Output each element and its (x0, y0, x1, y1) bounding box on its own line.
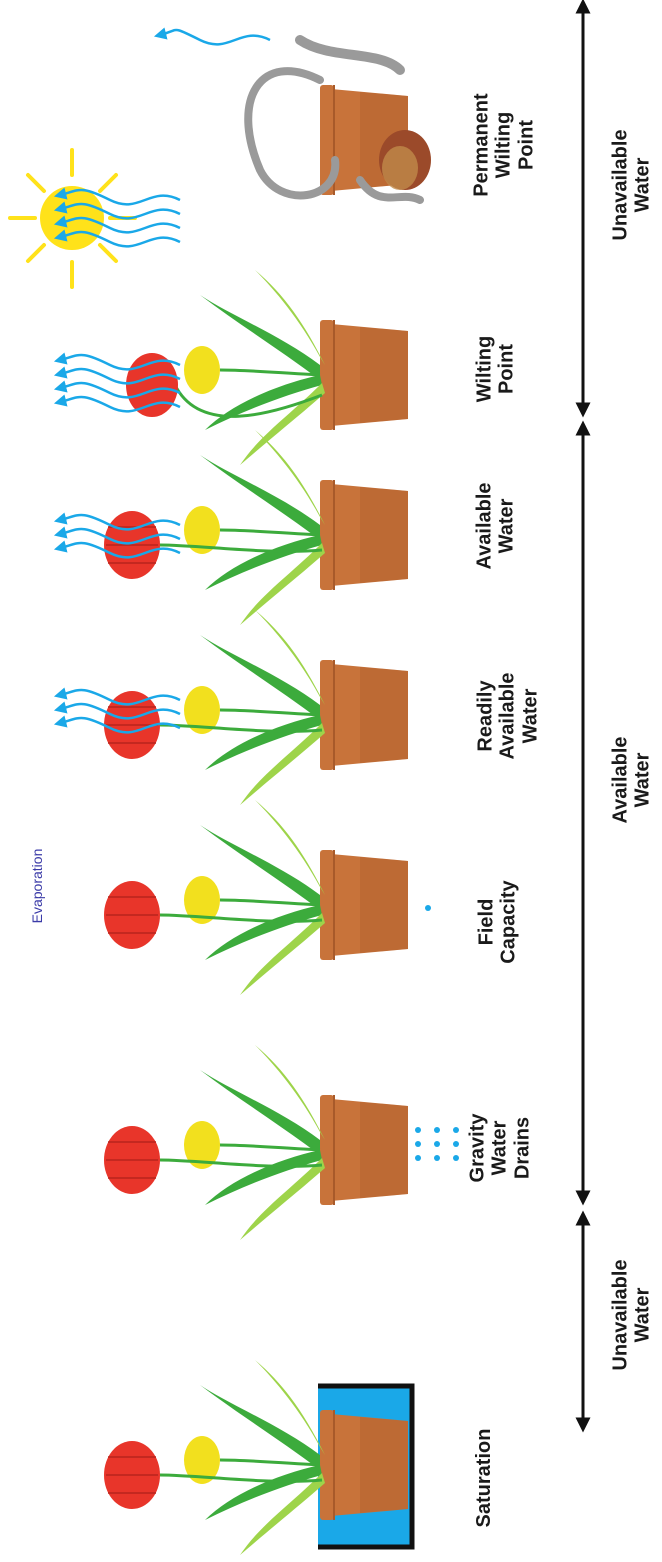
plant-available-water (104, 430, 408, 625)
range-label-unavailable-water-top: Unavailable Water (610, 129, 655, 240)
stage-label-permanent-wilting-point: Permanent Wilting Point (470, 93, 537, 196)
stage-label-saturation: Saturation (473, 1429, 495, 1528)
stage-label-readily-available-water: Readily Available Water (474, 672, 541, 759)
plant-wilting-point (126, 270, 408, 465)
stage-label-gravity-water-drains: Gravity Water Drains (466, 1114, 533, 1183)
gravity-water-drips (415, 1127, 459, 1161)
plant-readily-available-water (104, 610, 408, 805)
field-capacity-drip (425, 905, 431, 911)
evaporation-label: Evaporation (30, 849, 46, 924)
plants (104, 40, 431, 1555)
stage-label-wilting-point: Wilting Point (474, 336, 519, 402)
plant-gravity-water-drains (104, 1045, 408, 1240)
plant-field-capacity (104, 800, 408, 995)
range-label-unavailable-water-bottom: Unavailable Water (610, 1259, 655, 1370)
plant-permanent-wilting-point (248, 40, 431, 200)
evaporation-arrow-group-top (160, 30, 270, 44)
stage-label-field-capacity: Field Capacity (476, 880, 521, 963)
stage-label-available-water: Available Water (474, 482, 519, 569)
evaporation-arrow (160, 30, 270, 44)
range-label-available-water: Available Water (610, 736, 655, 823)
